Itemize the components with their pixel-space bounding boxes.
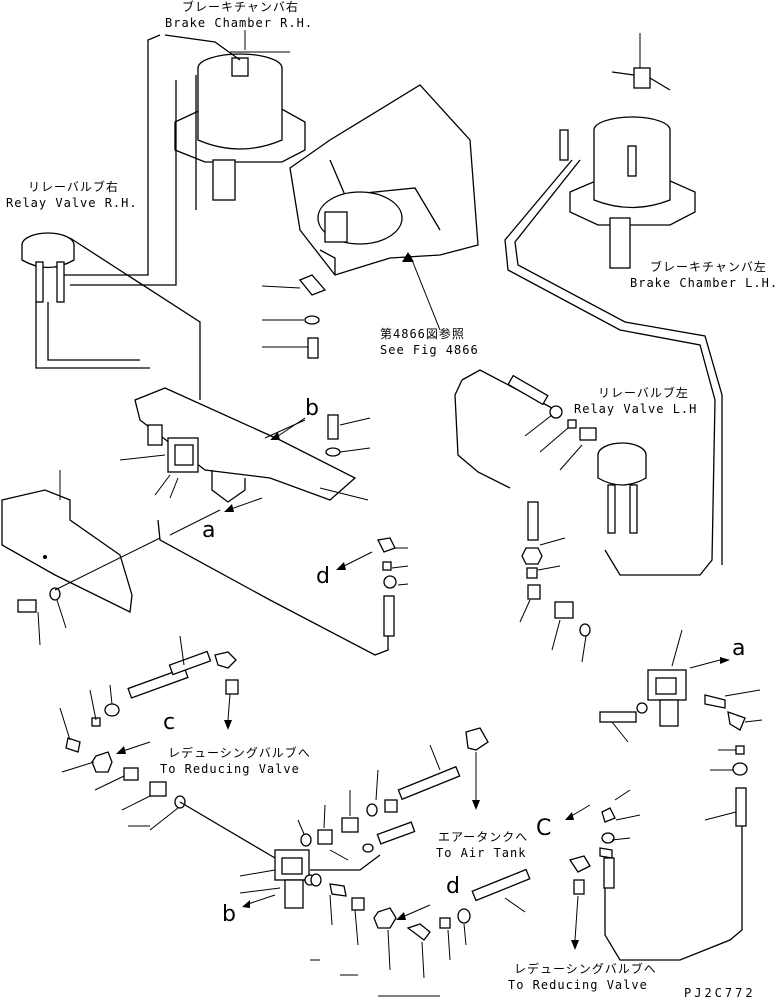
to-reducing-valve-2-en: To Reducing Valve: [508, 978, 648, 992]
cover-plate: [1, 470, 221, 646]
brake-chamber-rh-jp-label: ブレーキチャンバ右: [182, 0, 299, 14]
to-air-tank-jp: エアータンクへ: [438, 830, 529, 844]
relay-valve-rh: [21, 232, 201, 400]
to-reducing-valve-1-en: To Reducing Valve: [160, 762, 300, 776]
drawing-code: PJ2C772: [684, 986, 756, 1000]
right-fittings: [519, 501, 591, 663]
brake-chamber-lh-jp-label: ブレーキチャンバ左: [650, 260, 767, 274]
to-reducing-valve-1-jp: レデューシングバルブへ: [168, 746, 311, 760]
brake-chamber-rh-en-label: Brake Chamber R.H.: [165, 16, 314, 30]
callout-b-top: b: [305, 396, 319, 421]
brake-chamber-lh-en-label: Brake Chamber L.H.: [630, 276, 778, 290]
relay-valve-lh-en-label: Relay Valve L.H: [574, 402, 698, 416]
relay-valve-lh: [454, 369, 647, 534]
relay-valve-rh-jp-label: リレーバルブ右: [28, 180, 119, 194]
center-fittings: [297, 727, 489, 871]
mounting-plate: [119, 387, 371, 503]
callout-d-left: d: [316, 564, 330, 589]
fig-reference-en-label: See Fig 4866: [380, 343, 479, 357]
bottom-fittings: [128, 825, 591, 997]
left-lower-fittings: [59, 635, 239, 831]
to-reducing-valve-2-jp: レデューシングバルブへ: [514, 962, 657, 976]
callout-c-left: c: [163, 710, 176, 735]
callout-a-left: a: [202, 518, 216, 543]
fig-reference-jp-label: 第4866図参照: [380, 327, 465, 341]
brake-chamber-rh: [174, 51, 306, 201]
bracket-fasteners: [261, 274, 327, 359]
right-lower-fittings: [565, 789, 641, 889]
frame-bracket: [289, 84, 479, 331]
to-air-tank-en: To Air Tank: [436, 846, 527, 860]
callout-b-bottom: b: [222, 902, 236, 927]
brake-chamber-lh: [559, 67, 696, 269]
callout-d-bottom: d: [446, 874, 460, 899]
callout-leaders: [224, 417, 409, 637]
callout-a-right: a: [732, 636, 746, 661]
callout-c-right: C: [536, 816, 552, 841]
center-valve: [179, 801, 316, 909]
relay-valve-rh-en-label: Relay Valve R.H.: [6, 196, 138, 210]
relay-valve-lh-jp-label: リレーバルブ左: [598, 386, 689, 400]
right-valve: [599, 629, 763, 961]
